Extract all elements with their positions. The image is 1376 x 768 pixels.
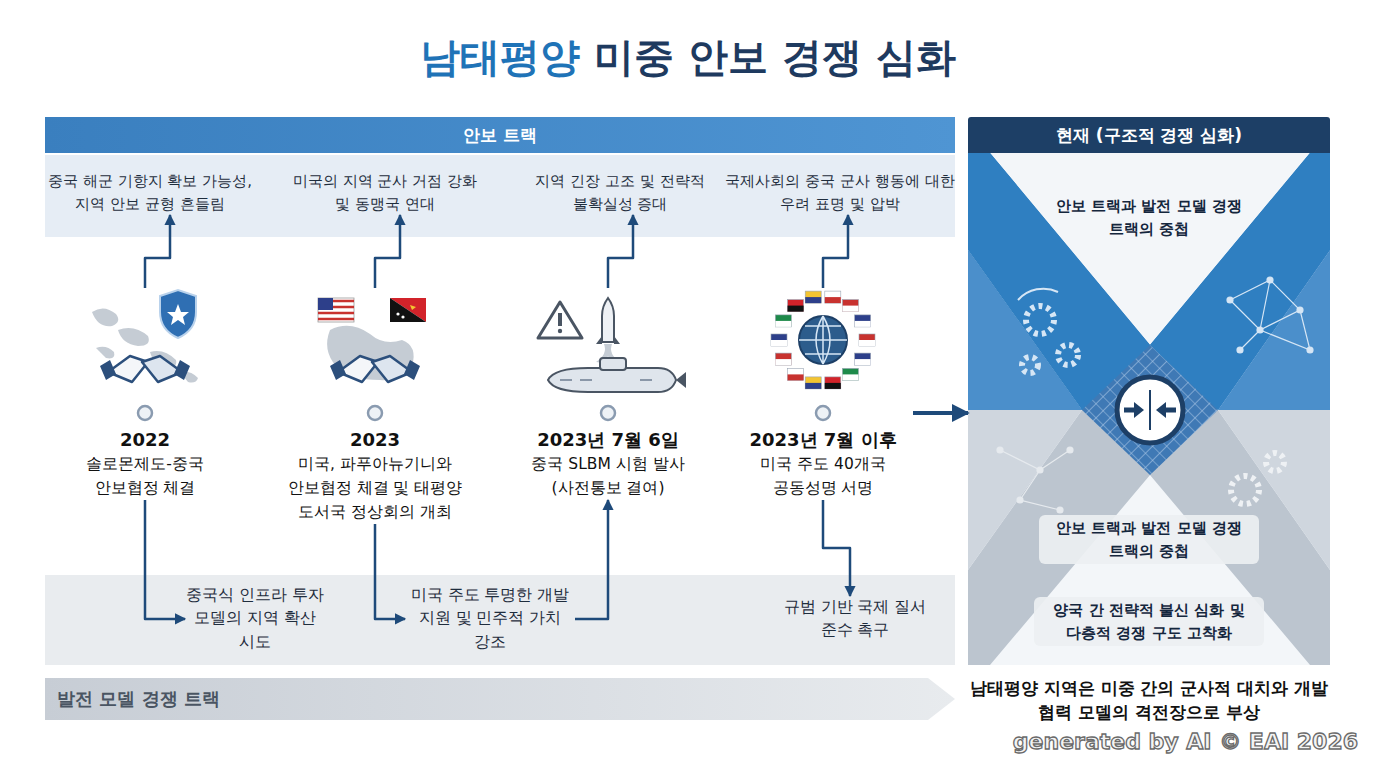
track-band: 발전 모델 경쟁 트랙 bbox=[45, 678, 645, 720]
watermark: generated by AI © EAI 2026 bbox=[900, 729, 1358, 754]
slbm-launch-icon bbox=[538, 298, 686, 392]
node-text: 미국, 파푸아뉴기니와 안보협정 체결 및 태평양 도서국 정상회의 개최 bbox=[265, 452, 485, 524]
node-text: 미국 주도 40개국 공동성명 서명 bbox=[733, 452, 913, 500]
flow-arrow bbox=[608, 215, 633, 288]
development-text: 규범 기반 국제 질서 준수 촉구 bbox=[775, 596, 935, 643]
timeline-event: 2023년 7월 6일중국 SLBM 시험 발사 (사전통보 결여) bbox=[508, 288, 708, 500]
node-text: 국제사회의 중국 군사 행동에 대한 우려 표명 및 압박 bbox=[725, 170, 955, 215]
solomon-handshake-icon bbox=[92, 290, 198, 383]
event-date: 2022 bbox=[65, 428, 225, 452]
node-text: 안보 트랙과 발전 모델 경쟁 트랙의 중첩 bbox=[1039, 515, 1259, 564]
us-png-handshake-icon bbox=[318, 298, 426, 382]
flow-arrow bbox=[823, 215, 848, 288]
impact-text: 미국의 지역 군사 거점 강화 및 동맹국 연대 bbox=[285, 170, 485, 215]
panel-text: 안보 트랙과 발전 모델 경쟁 트랙의 중첩 bbox=[1049, 195, 1249, 240]
event-date: 2023년 7월 6일 bbox=[508, 428, 708, 452]
node-text: 지역 긴장 고조 및 전략적 불확실성 증대 bbox=[520, 170, 720, 215]
coalition-globe-icon bbox=[771, 291, 875, 389]
panel-text: 양국 간 전략적 불신 심화 및 다층적 경쟁 구도 고착화 bbox=[1034, 597, 1264, 646]
node-text: 중국 해군 기항지 확보 가능성, 지역 안보 균형 흔들림 bbox=[45, 170, 255, 215]
flow-arrow bbox=[145, 500, 185, 619]
development-text: 중국식 인프라 투자 모델의 지역 확산 시도 bbox=[185, 584, 325, 654]
timeline-axis bbox=[145, 411, 913, 415]
timeline-event: 2022솔로몬제도-중국 안보협정 체결 bbox=[65, 288, 225, 500]
impact-text: 지역 긴장 고조 및 전략적 불확실성 증대 bbox=[520, 170, 720, 215]
overlap-x-graphic bbox=[968, 153, 1330, 665]
current-panel: 현재 (구조적 경쟁 심화)안보 트랙과 발전 모델 경쟁 트랙의 중첩안보 트… bbox=[968, 117, 1330, 665]
impact-text: 국제사회의 중국 군사 행동에 대한 우려 표명 및 압박 bbox=[725, 170, 955, 215]
flow-arrow bbox=[913, 411, 968, 415]
development-text: 미국 주도 투명한 개발 지원 및 민주적 가치 강조 bbox=[405, 584, 575, 654]
event-date: 2023 bbox=[265, 428, 485, 452]
node-text: 안보 트랙과 발전 모델 경쟁 트랙의 중첩 bbox=[1049, 195, 1249, 240]
conclusion-text: 남태평양 지역은 미중 간의 군사적 대치와 개발 협력 모델의 격전장으로 부… bbox=[968, 677, 1330, 725]
node-text: 발전 모델 경쟁 트랙 bbox=[45, 678, 645, 720]
flow-arrow bbox=[575, 500, 608, 619]
panel-text: 안보 트랙과 발전 모델 경쟁 트랙의 중첩 bbox=[1039, 515, 1259, 564]
node-text: 규범 기반 국제 질서 준수 촉구 bbox=[775, 596, 935, 643]
flow-arrow bbox=[145, 215, 170, 288]
event-date: 2023년 7월 이후 bbox=[733, 428, 913, 452]
node-text: 양국 간 전략적 불신 심화 및 다층적 경쟁 구도 고착화 bbox=[1034, 597, 1264, 646]
node-text: 현재 (구조적 경쟁 심화) bbox=[968, 117, 1330, 153]
timeline-dots bbox=[138, 406, 830, 420]
node-text: 솔로몬제도-중국 안보협정 체결 bbox=[65, 452, 225, 500]
impact-text: 중국 해군 기항지 확보 가능성, 지역 안보 균형 흔들림 bbox=[45, 170, 255, 215]
node-text: 미국 주도 투명한 개발 지원 및 민주적 가치 강조 bbox=[405, 584, 575, 654]
timeline-event: 2023년 7월 이후미국 주도 40개국 공동성명 서명 bbox=[733, 288, 913, 500]
diagram-title: 남태평양 미중 안보 경쟁 심화 bbox=[0, 30, 1376, 85]
flow-arrow bbox=[375, 215, 400, 288]
track-header: 안보 트랙 bbox=[45, 117, 955, 153]
flow-arrow bbox=[375, 524, 405, 619]
node-text: 중국식 인프라 투자 모델의 지역 확산 시도 bbox=[185, 584, 325, 654]
node-text: 중국 SLBM 시험 발사 (사전통보 결여) bbox=[508, 452, 708, 500]
security-band bbox=[45, 155, 955, 237]
node-text: 미국의 지역 군사 거점 강화 및 동맹국 연대 bbox=[285, 170, 485, 215]
flow-arrow bbox=[823, 500, 850, 596]
security-header-bar bbox=[45, 117, 955, 153]
node-text: 안보 트랙 bbox=[45, 117, 955, 153]
development-arrow-band bbox=[45, 678, 955, 720]
timeline-event: 2023미국, 파푸아뉴기니와 안보협정 체결 및 태평양 도서국 정상회의 개… bbox=[265, 288, 485, 524]
